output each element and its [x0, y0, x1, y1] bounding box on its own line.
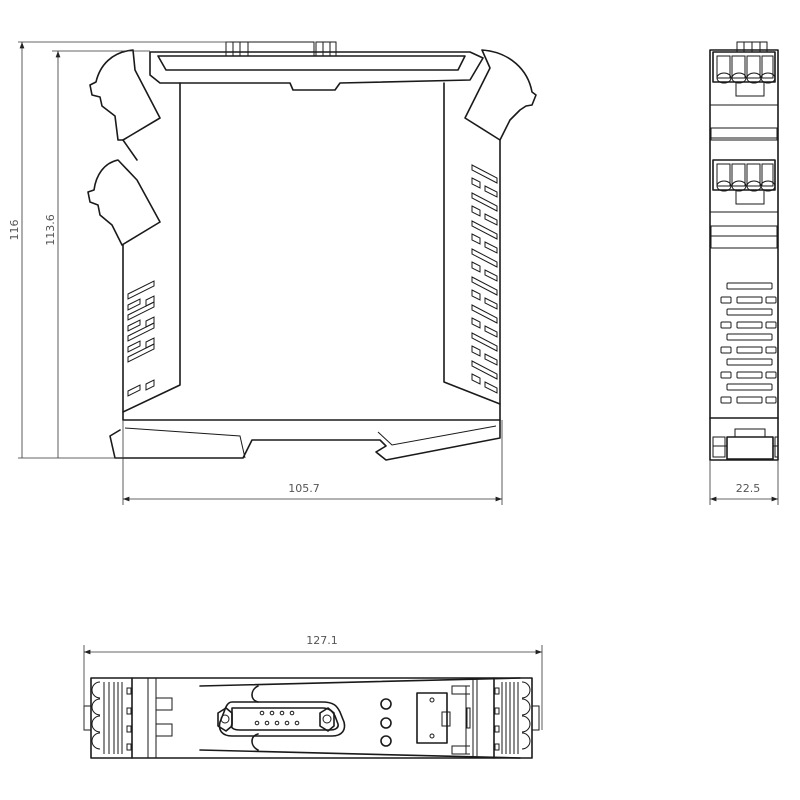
left-terminal-lower: [87, 159, 161, 246]
front-vent-slots: [720, 282, 777, 404]
housing-body: [122, 82, 501, 421]
top-view: [83, 677, 540, 759]
left-terminal-upper: [89, 49, 161, 141]
front-din-clip: [709, 417, 779, 460]
dim-overall-height: 116: [8, 220, 21, 241]
status-leds: [380, 698, 392, 747]
front-terminal-lower: [710, 159, 778, 249]
label-plate: [416, 692, 451, 744]
right-vent-slots: [471, 164, 498, 394]
top-clip-right: [451, 678, 478, 758]
db9-connector: [199, 677, 521, 759]
led-3: [380, 735, 392, 747]
side-dimensions: 116 113.6 105.7: [8, 41, 503, 505]
left-vent-slots: [127, 280, 155, 397]
din-rail-foot: [109, 419, 501, 461]
top-cover: [149, 51, 484, 91]
dim-width: 22.5: [736, 482, 761, 495]
dim-body-height: 113.6: [44, 214, 57, 246]
led-2: [380, 717, 392, 729]
dim-depth: 105.7: [288, 482, 320, 495]
side-view: [87, 41, 537, 461]
top-terminal-left: [83, 677, 133, 759]
front-housing: [709, 49, 779, 461]
front-dimensions: 22.5: [709, 460, 779, 505]
db9-pins: [254, 710, 300, 726]
top-connector-outline: [225, 41, 337, 57]
top-clip-left: [147, 678, 173, 758]
top-dimensions: 127.1: [83, 634, 543, 730]
dim-length: 127.1: [306, 634, 338, 647]
front-terminal-upper: [710, 51, 778, 141]
led-1: [380, 698, 392, 710]
front-view: [709, 41, 779, 461]
top-terminal-right: [493, 677, 540, 759]
right-terminal: [464, 49, 537, 141]
